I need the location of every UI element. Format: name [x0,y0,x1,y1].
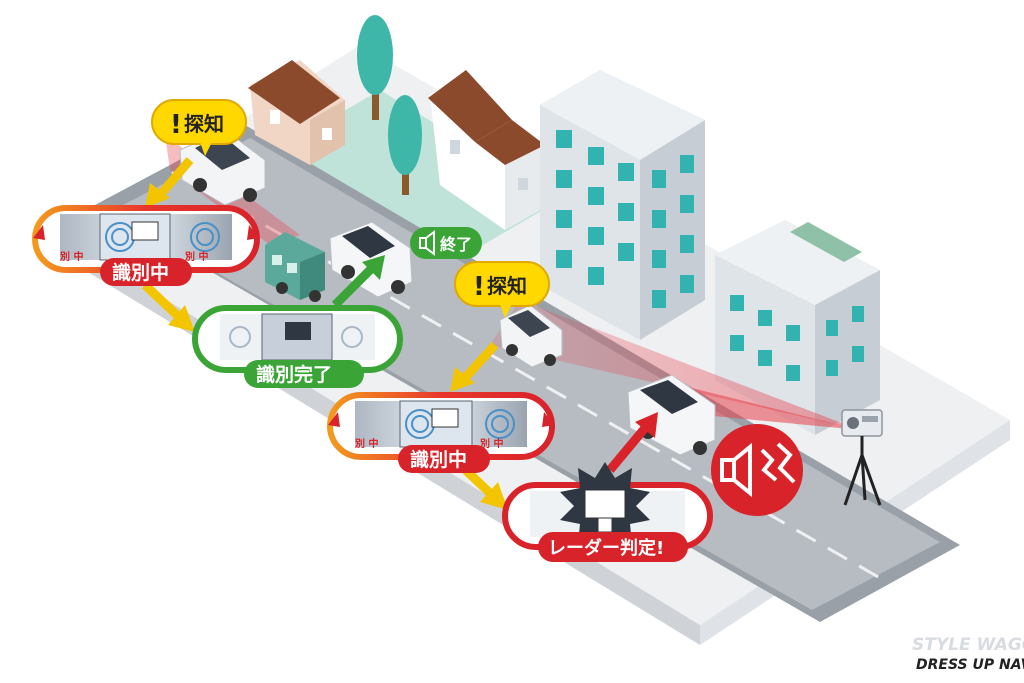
arrow-radar-to-vehicle [606,412,658,473]
house-1 [248,60,345,165]
detect-label-top: 探知 [184,112,224,136]
detect-label-middle: 探知 [487,274,527,298]
brand-line2: DRESS UP NAVI [916,657,1024,673]
speaker-alarm-icon [720,442,796,498]
brand-logo: STYLE WAGON DRESS UP NAVI [912,635,1024,673]
arrow-detect-to-identify-top [145,157,194,208]
radar-judgment-panel: レーダー判定! [502,462,713,562]
svg-text:!: ! [473,272,485,302]
detect-bubble-top: ! 探知 [151,99,247,156]
arrow-identify-to-complete [141,281,195,332]
minivan-second [499,304,563,368]
cycle-arrow-icon [328,412,554,427]
arrow-complete-to-end [331,255,385,309]
radar-tripod-unit [841,409,883,506]
radar-judgment-label: レーダー判定! [548,537,664,559]
end-label: 終了 [440,235,472,254]
detect-bubble-middle: ! 探知 [454,261,550,318]
house-2 [428,70,545,230]
strip-mark-right: 別 中 [184,250,208,263]
speaker-icon [419,230,435,256]
office-building-tall [540,70,705,340]
strip-mark-left: 別 中 [59,250,83,263]
radar-waves-icon [105,222,220,252]
radar-beam-far [490,300,860,430]
strip-mark-right-middle: 別 中 [479,437,503,450]
radar-beam-near [650,380,860,430]
bus [265,232,325,302]
cycle-arrow-icon [33,225,259,240]
identifying-label-top: 識別中 [112,261,169,284]
arrow-detect-to-identify-mid [450,341,499,392]
tree-2 [388,95,422,195]
identified-complete-label: 識別完了 [256,363,332,386]
brand-line1: STYLE WAGON [912,635,1024,655]
svg-text:!: ! [170,110,182,140]
identifying-label-middle: 識別中 [410,448,467,471]
alarm-badge [711,424,803,516]
office-building-short [715,220,880,435]
identifying-panel-middle: 別 中 別 中 識別中 [327,392,555,473]
identifying-panel-top: 別 中 別 中 識別中 [32,205,260,286]
identified-complete-panel: 識別完了 [192,305,403,388]
end-badge: 終了 [410,227,482,259]
strip-mark-left-middle: 別 中 [354,437,378,450]
tree-1 [357,15,393,120]
